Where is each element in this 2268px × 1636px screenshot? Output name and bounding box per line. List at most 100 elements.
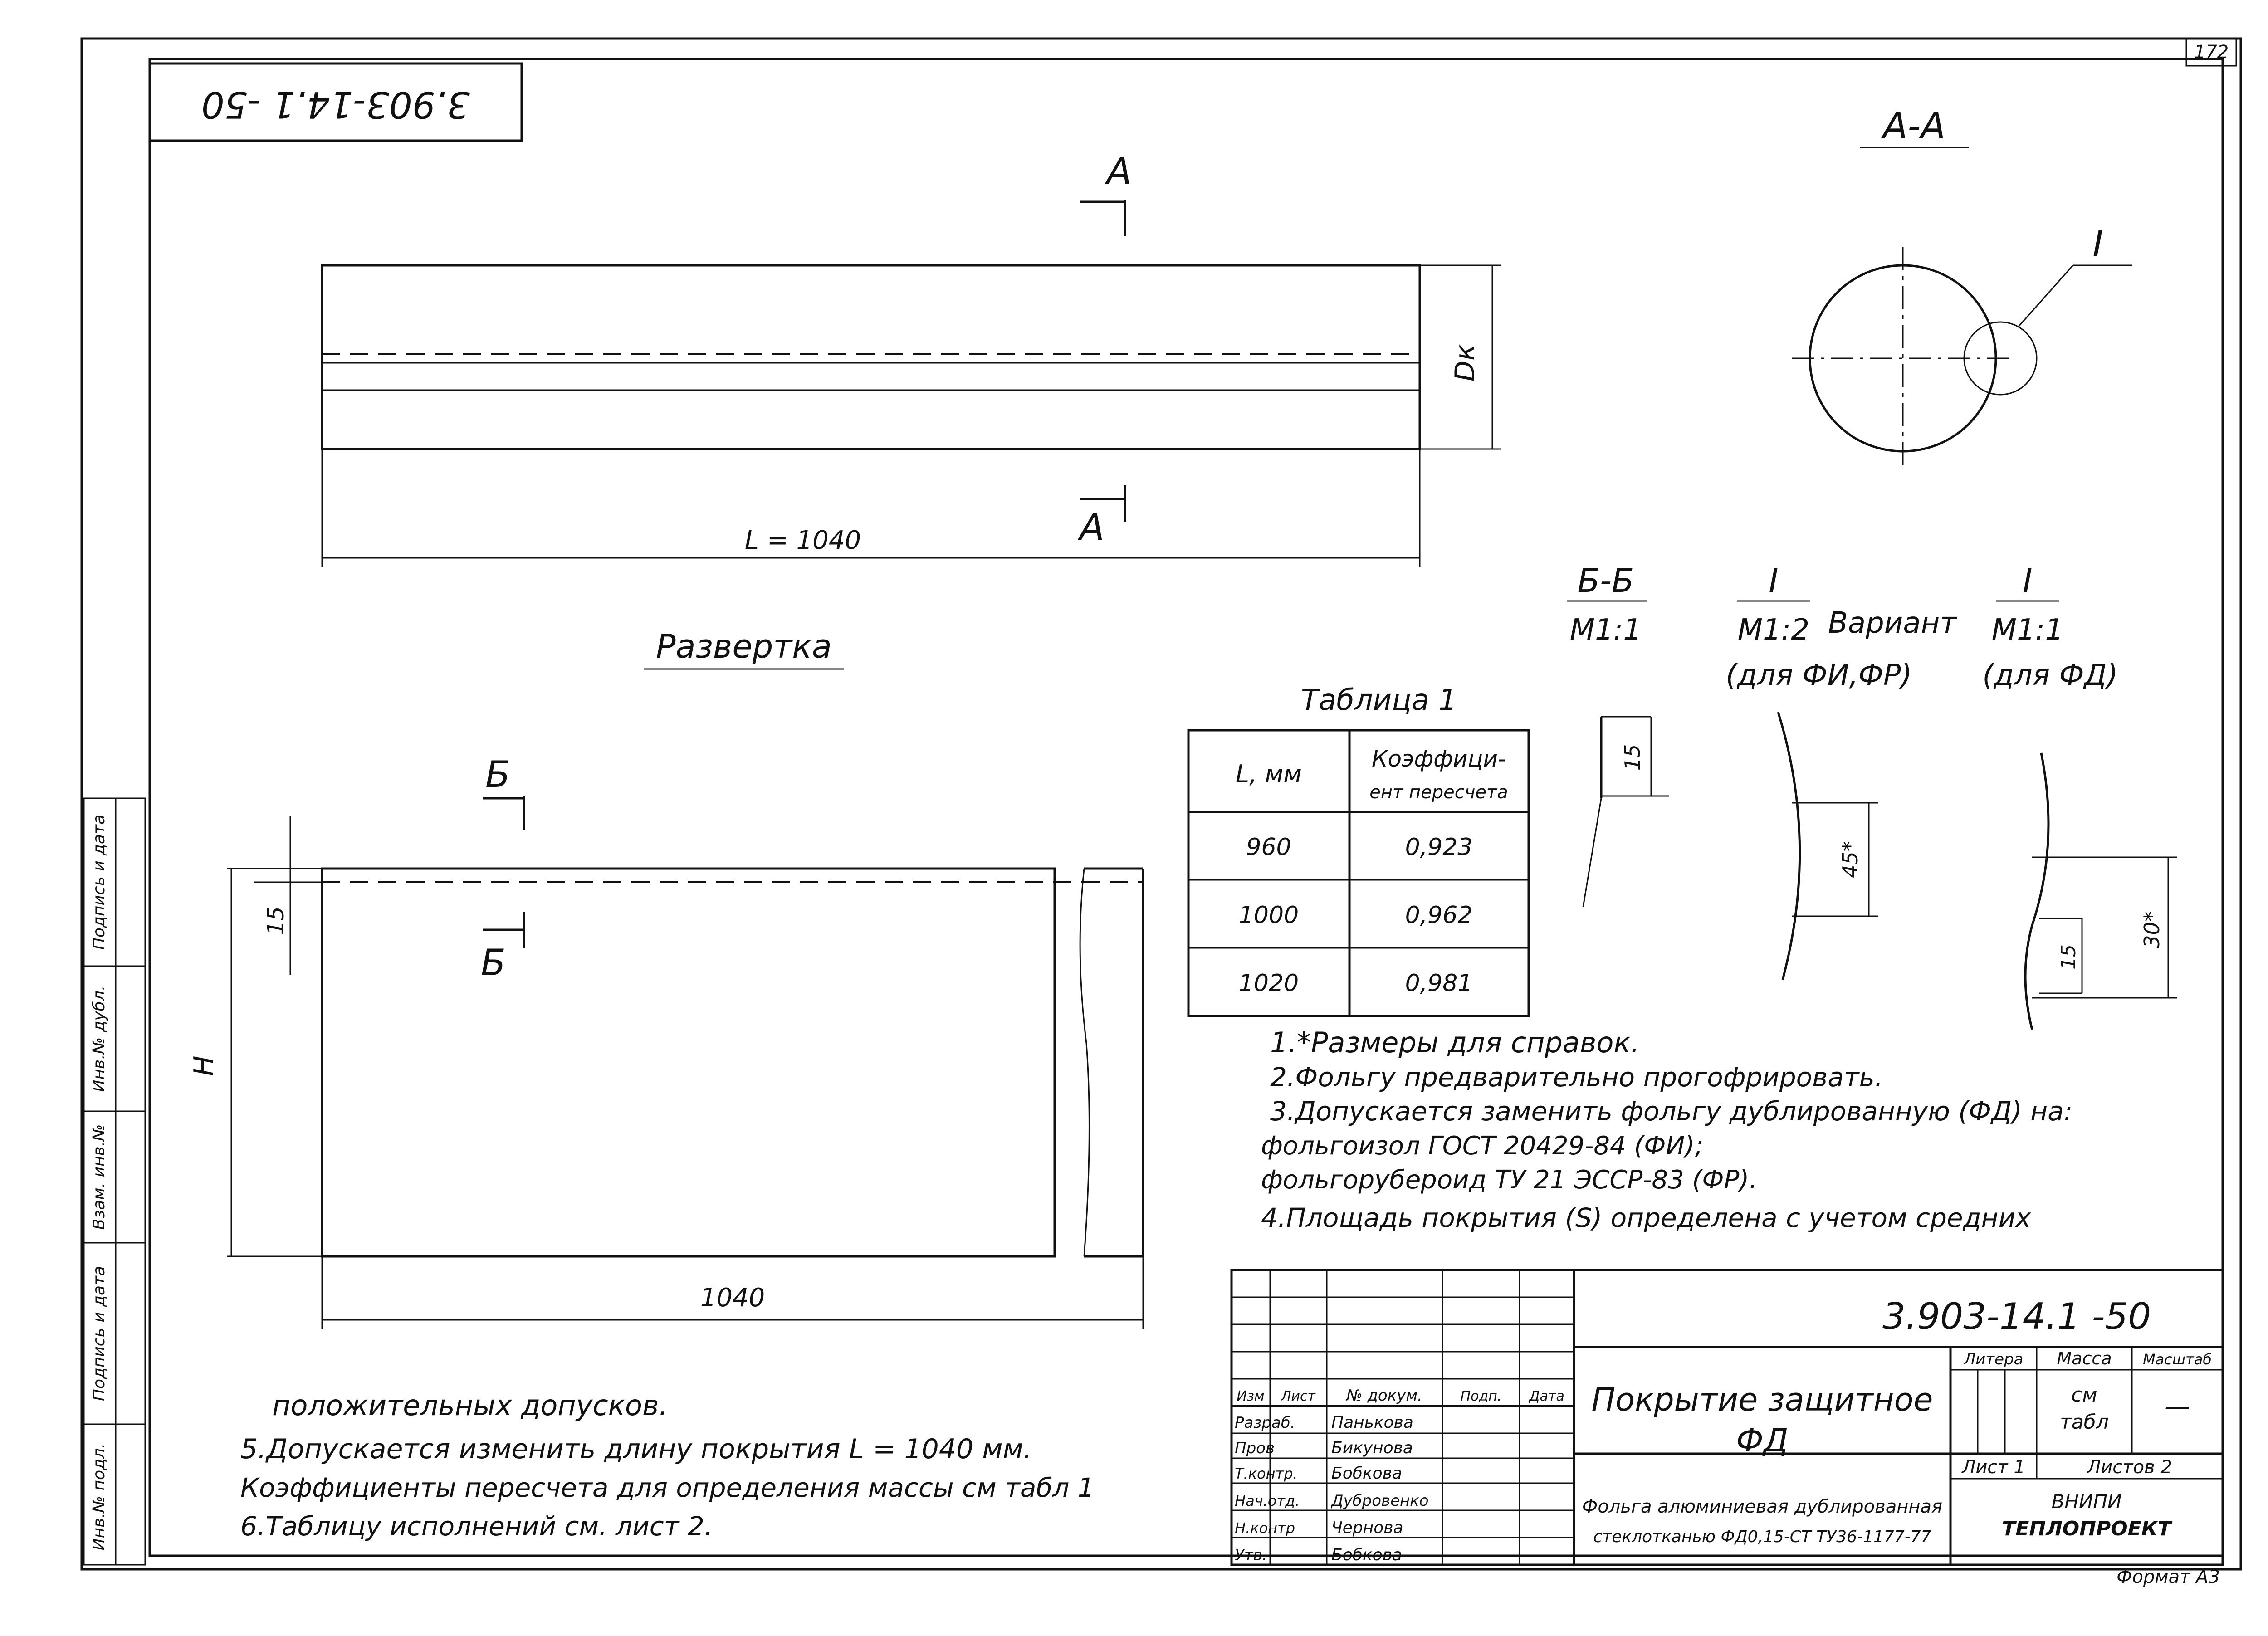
note-line: 3.Допускается заменить фольгу дублирован… [1270, 1096, 2072, 1127]
stamp-box [148, 62, 523, 142]
section-bb-scale: М1:1 [1570, 613, 1642, 647]
table-row-k: 0,981 [1405, 970, 1473, 997]
section-bb-title: Б-Б [1578, 562, 1634, 600]
tb-masshtab-val: — [2165, 1392, 2190, 1421]
tb-list: Лист 1 [1961, 1457, 2025, 1478]
page-number: 172 [2194, 42, 2229, 63]
tb-listov: Листов 2 [2086, 1457, 2172, 1478]
tb-role: Пров [1235, 1439, 1275, 1457]
note-line: 1.*Размеры для справок. [1270, 1026, 1640, 1059]
side-label-4: Инв.№ дубл. [90, 986, 108, 1092]
table-1: Таблица 1 L, мм Коэффици- ент пересчета … [1187, 684, 1530, 1017]
tb-person: Чернова [1331, 1519, 1403, 1537]
development-view: 15 H 1040 Б Б [188, 753, 1144, 1329]
note-line: 5.Допускается изменить длину покрытия L … [240, 1433, 1032, 1465]
length-label: L = 1040 [745, 526, 861, 555]
table-row-l: 960 [1246, 834, 1291, 861]
tb-person: Бобкова [1331, 1546, 1402, 1564]
table1-head-k2: ент пересчета [1369, 782, 1508, 803]
tb-litera: Литера [1963, 1350, 2024, 1368]
tb-masshtab: Масштаб [2143, 1351, 2212, 1368]
note-line: фольгоизол ГОСТ 20429-84 (ФИ); [1261, 1131, 1703, 1161]
tb-org-1: ВНИПИ [2052, 1490, 2122, 1513]
tb-role: Н.контр [1235, 1519, 1295, 1537]
tb-role: Утв. [1235, 1546, 1267, 1564]
for-fd: (для ФД) [1982, 659, 2118, 692]
side-label-3: Взам. инв.№ [90, 1124, 108, 1230]
note-line: 4.Площадь покрытия (S) определена с учет… [1261, 1202, 2031, 1233]
title-block: Изм Лист № докум. Подп. Дата Разраб. Про… [1230, 1269, 2224, 1566]
note-line: 6.Таблицу исполнений см. лист 2. [240, 1511, 713, 1542]
tb-role: Разраб. [1235, 1414, 1295, 1432]
tb-massa-val1: см [2071, 1383, 2097, 1406]
note-line: 2.Фольгу предварительно прогофрировать. [1270, 1062, 1883, 1093]
section-aa: А-А I [1792, 105, 2132, 467]
dk-label: Dк [1449, 344, 1481, 381]
tb-head-podp: Подп. [1461, 1388, 1502, 1404]
format-label: Формат А3 [2116, 1567, 2220, 1587]
detail-i-fi-fr: I М1:2 Вариант (для ФИ,ФР) 45* [1726, 562, 1957, 980]
table-row-l: 1000 [1239, 902, 1299, 929]
tb-head-list: Лист [1281, 1388, 1316, 1404]
detail-mark-aa: I [2092, 223, 2103, 265]
side-label-5: Подпись и дата [90, 815, 108, 950]
side-label-1: Инв.№ подл. [90, 1443, 108, 1551]
dim-1040: 1040 [700, 1283, 765, 1313]
dim-15-dev: 15 [263, 906, 289, 935]
variant-label: Вариант [1828, 606, 1957, 640]
tb-head-doc: № докум. [1345, 1387, 1422, 1405]
table-row-l: 1020 [1239, 970, 1299, 997]
inner-frame [148, 58, 2224, 1557]
tb-head-data: Дата [1528, 1388, 1564, 1404]
table-row-k: 0,923 [1405, 834, 1473, 861]
cut-b-top: Б [485, 753, 510, 796]
detail-i1-scale: М1:2 [1738, 613, 1809, 647]
tb-material-2: стеклотканью ФД0,15-СТ ТУ36-1177-77 [1593, 1528, 1931, 1546]
stamp-code: 3.903-14.1 -50 [201, 83, 470, 126]
table1-head-k1: Коэффици- [1372, 746, 1506, 772]
detail-i1-mark: I [1769, 562, 1778, 600]
note-line: Коэффициенты пересчета для определения м… [240, 1472, 1095, 1503]
outer-frame [80, 37, 2242, 1571]
table-row-k: 0,962 [1405, 902, 1473, 929]
cover-main-view: Dк L = 1040 А А [321, 150, 1501, 567]
side-label-2: Подпись и дата [90, 1266, 108, 1401]
for-fi-fr: (для ФИ,ФР) [1726, 659, 1912, 692]
dim-15-fd: 15 [2057, 944, 2080, 970]
razvertka-title: Развертка [656, 627, 832, 665]
cut-a-top: А [1105, 150, 1132, 192]
dim-45: 45* [1838, 841, 1862, 878]
note-line: фольгорубероид ТУ 21 ЭССР-83 (ФР). [1261, 1165, 1757, 1195]
tb-massa-val2: табл [2060, 1411, 2109, 1434]
dim-15-bb: 15 [1620, 744, 1645, 771]
tb-material-1: Фольга алюминиевая дублированная [1582, 1496, 1942, 1517]
section-bb: Б-Б М1:1 15 [1567, 562, 1669, 908]
detail-i-fd: I М1:1 (для ФД) 15 30* [1982, 562, 2177, 1030]
dim-30: 30* [2140, 911, 2164, 948]
detail-i2-scale: М1:1 [1992, 613, 2063, 647]
note-line: положительных допусков. [272, 1389, 668, 1422]
tb-org-2: ТЕПЛОПРОЕКТ [2002, 1517, 2172, 1540]
tb-role: Нач.отд. [1235, 1492, 1300, 1509]
dim-h: H [188, 1055, 220, 1076]
table1-head-l: L, мм [1236, 760, 1302, 788]
tb-doc-code: 3.903-14.1 -50 [1882, 1295, 2151, 1338]
tb-person: Панькова [1331, 1413, 1413, 1432]
tb-person: Бикунова [1331, 1439, 1413, 1457]
tb-person: Бобкова [1331, 1464, 1402, 1483]
page-number-box [2185, 38, 2237, 67]
tb-name-2: ФД [1736, 1422, 1789, 1459]
tb-role: Т.контр. [1235, 1465, 1298, 1482]
notes: 1.*Размеры для справок. 2.Фольгу предвар… [240, 1026, 2072, 1542]
tb-head-izm: Изм [1237, 1388, 1264, 1404]
detail-i2-mark: I [2023, 562, 2032, 600]
section-aa-title: А-А [1881, 105, 1945, 147]
table1-title: Таблица 1 [1301, 684, 1457, 717]
cut-a-bottom: А [1077, 506, 1105, 548]
tb-massa: Масса [2057, 1348, 2112, 1368]
cut-b-bottom: Б [481, 942, 506, 984]
side-stamp-column: Инв.№ подл. Подпись и дата Взам. инв.№ И… [83, 797, 146, 1566]
tb-person: Дубровенко [1330, 1492, 1429, 1510]
tb-name-1: Покрытие защитное [1591, 1381, 1933, 1418]
